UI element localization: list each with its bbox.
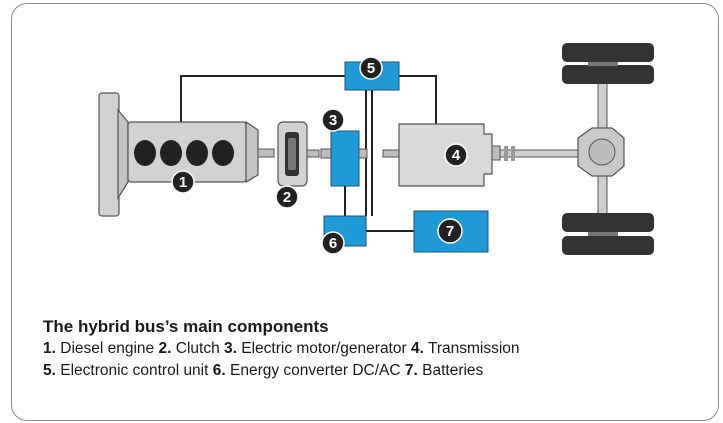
caption-title: The hybrid bus’s main components (43, 317, 329, 336)
wheel-bottom-rim (588, 232, 618, 236)
item-label-6: Energy converter DC/AC (230, 362, 401, 379)
driveline (499, 81, 625, 221)
badge-7: 7 (437, 218, 463, 244)
hybrid-bus-diagram: 1 2 3 4 5 6 7 (98, 43, 654, 255)
item-label-7: Batteries (422, 362, 484, 379)
diesel-engine (98, 92, 275, 217)
engine-cylinder-1 (134, 140, 156, 166)
differential-hub (588, 138, 616, 166)
engine-flywheel (98, 92, 120, 217)
badge-4-label: 4 (452, 147, 461, 164)
item-num-4: 4. (410, 340, 424, 357)
item-label-5: Electronic control unit (60, 362, 209, 379)
badge-5-label: 5 (367, 60, 375, 77)
wire-ecu-to-transmission (399, 75, 437, 124)
badge-1-label: 1 (179, 174, 187, 191)
caption-line-2: 5. Electronic control unit 6. Energy con… (43, 360, 703, 382)
transmission-input-shaft (382, 149, 400, 158)
item-label-3: Electric motor/generator (241, 340, 407, 357)
u-joint-1 (504, 146, 508, 161)
engine-rear-cap (245, 120, 259, 184)
badge-6-label: 6 (329, 235, 337, 252)
motor-shaft-right (358, 148, 368, 159)
badge-1: 1 (171, 170, 195, 194)
batteries (413, 210, 489, 253)
engine-cylinder-4 (212, 140, 234, 166)
engine-bell-housing (117, 108, 129, 201)
item-label-4: Transmission (427, 340, 520, 357)
item-num-6: 6. (212, 362, 226, 379)
engine-cylinder-2 (160, 140, 182, 166)
badge-2-label: 2 (283, 189, 291, 206)
clutch-shaft (306, 149, 320, 158)
control-wires (180, 75, 437, 232)
caption-line-1: 1. Diesel engine 2. Clutch 3. Electric m… (43, 338, 703, 360)
item-num-1: 1. (43, 340, 56, 357)
badge-5: 5 (359, 56, 383, 80)
motor-body (330, 130, 360, 187)
engine-cylinder-3 (186, 140, 208, 166)
wire-engine-to-ecu (180, 75, 345, 122)
u-joint-2 (511, 146, 515, 161)
clutch-plate-inner (288, 138, 296, 170)
motor-shaft-left (320, 148, 332, 159)
wheel-top-inner (562, 65, 654, 84)
item-num-3: 3. (224, 340, 237, 357)
badge-6: 6 (321, 231, 345, 255)
item-num-7: 7. (404, 362, 418, 379)
badge-2: 2 (275, 185, 299, 209)
badge-4: 4 (444, 143, 468, 167)
badge-3-label: 3 (329, 112, 337, 129)
badge-3: 3 (321, 108, 345, 132)
wheel-top-rim (588, 62, 618, 66)
caption: The hybrid bus’s main components 1. Dies… (43, 316, 703, 382)
badge-7-label: 7 (446, 223, 454, 240)
electric-motor-generator (320, 130, 368, 187)
item-num-5: 5. (43, 362, 56, 379)
item-label-2: Clutch (175, 340, 220, 357)
wheel-top-outer (562, 43, 654, 62)
rear-wheels (562, 43, 654, 255)
clutch (277, 121, 320, 187)
wheel-bottom-outer (562, 236, 654, 255)
item-label-1: Diesel engine (60, 340, 155, 357)
item-num-2: 2. (158, 340, 172, 357)
engine-output-shaft (257, 148, 275, 158)
transmission (382, 123, 501, 187)
wheel-bottom-inner (562, 213, 654, 232)
transmission-output-coupling (491, 145, 501, 161)
